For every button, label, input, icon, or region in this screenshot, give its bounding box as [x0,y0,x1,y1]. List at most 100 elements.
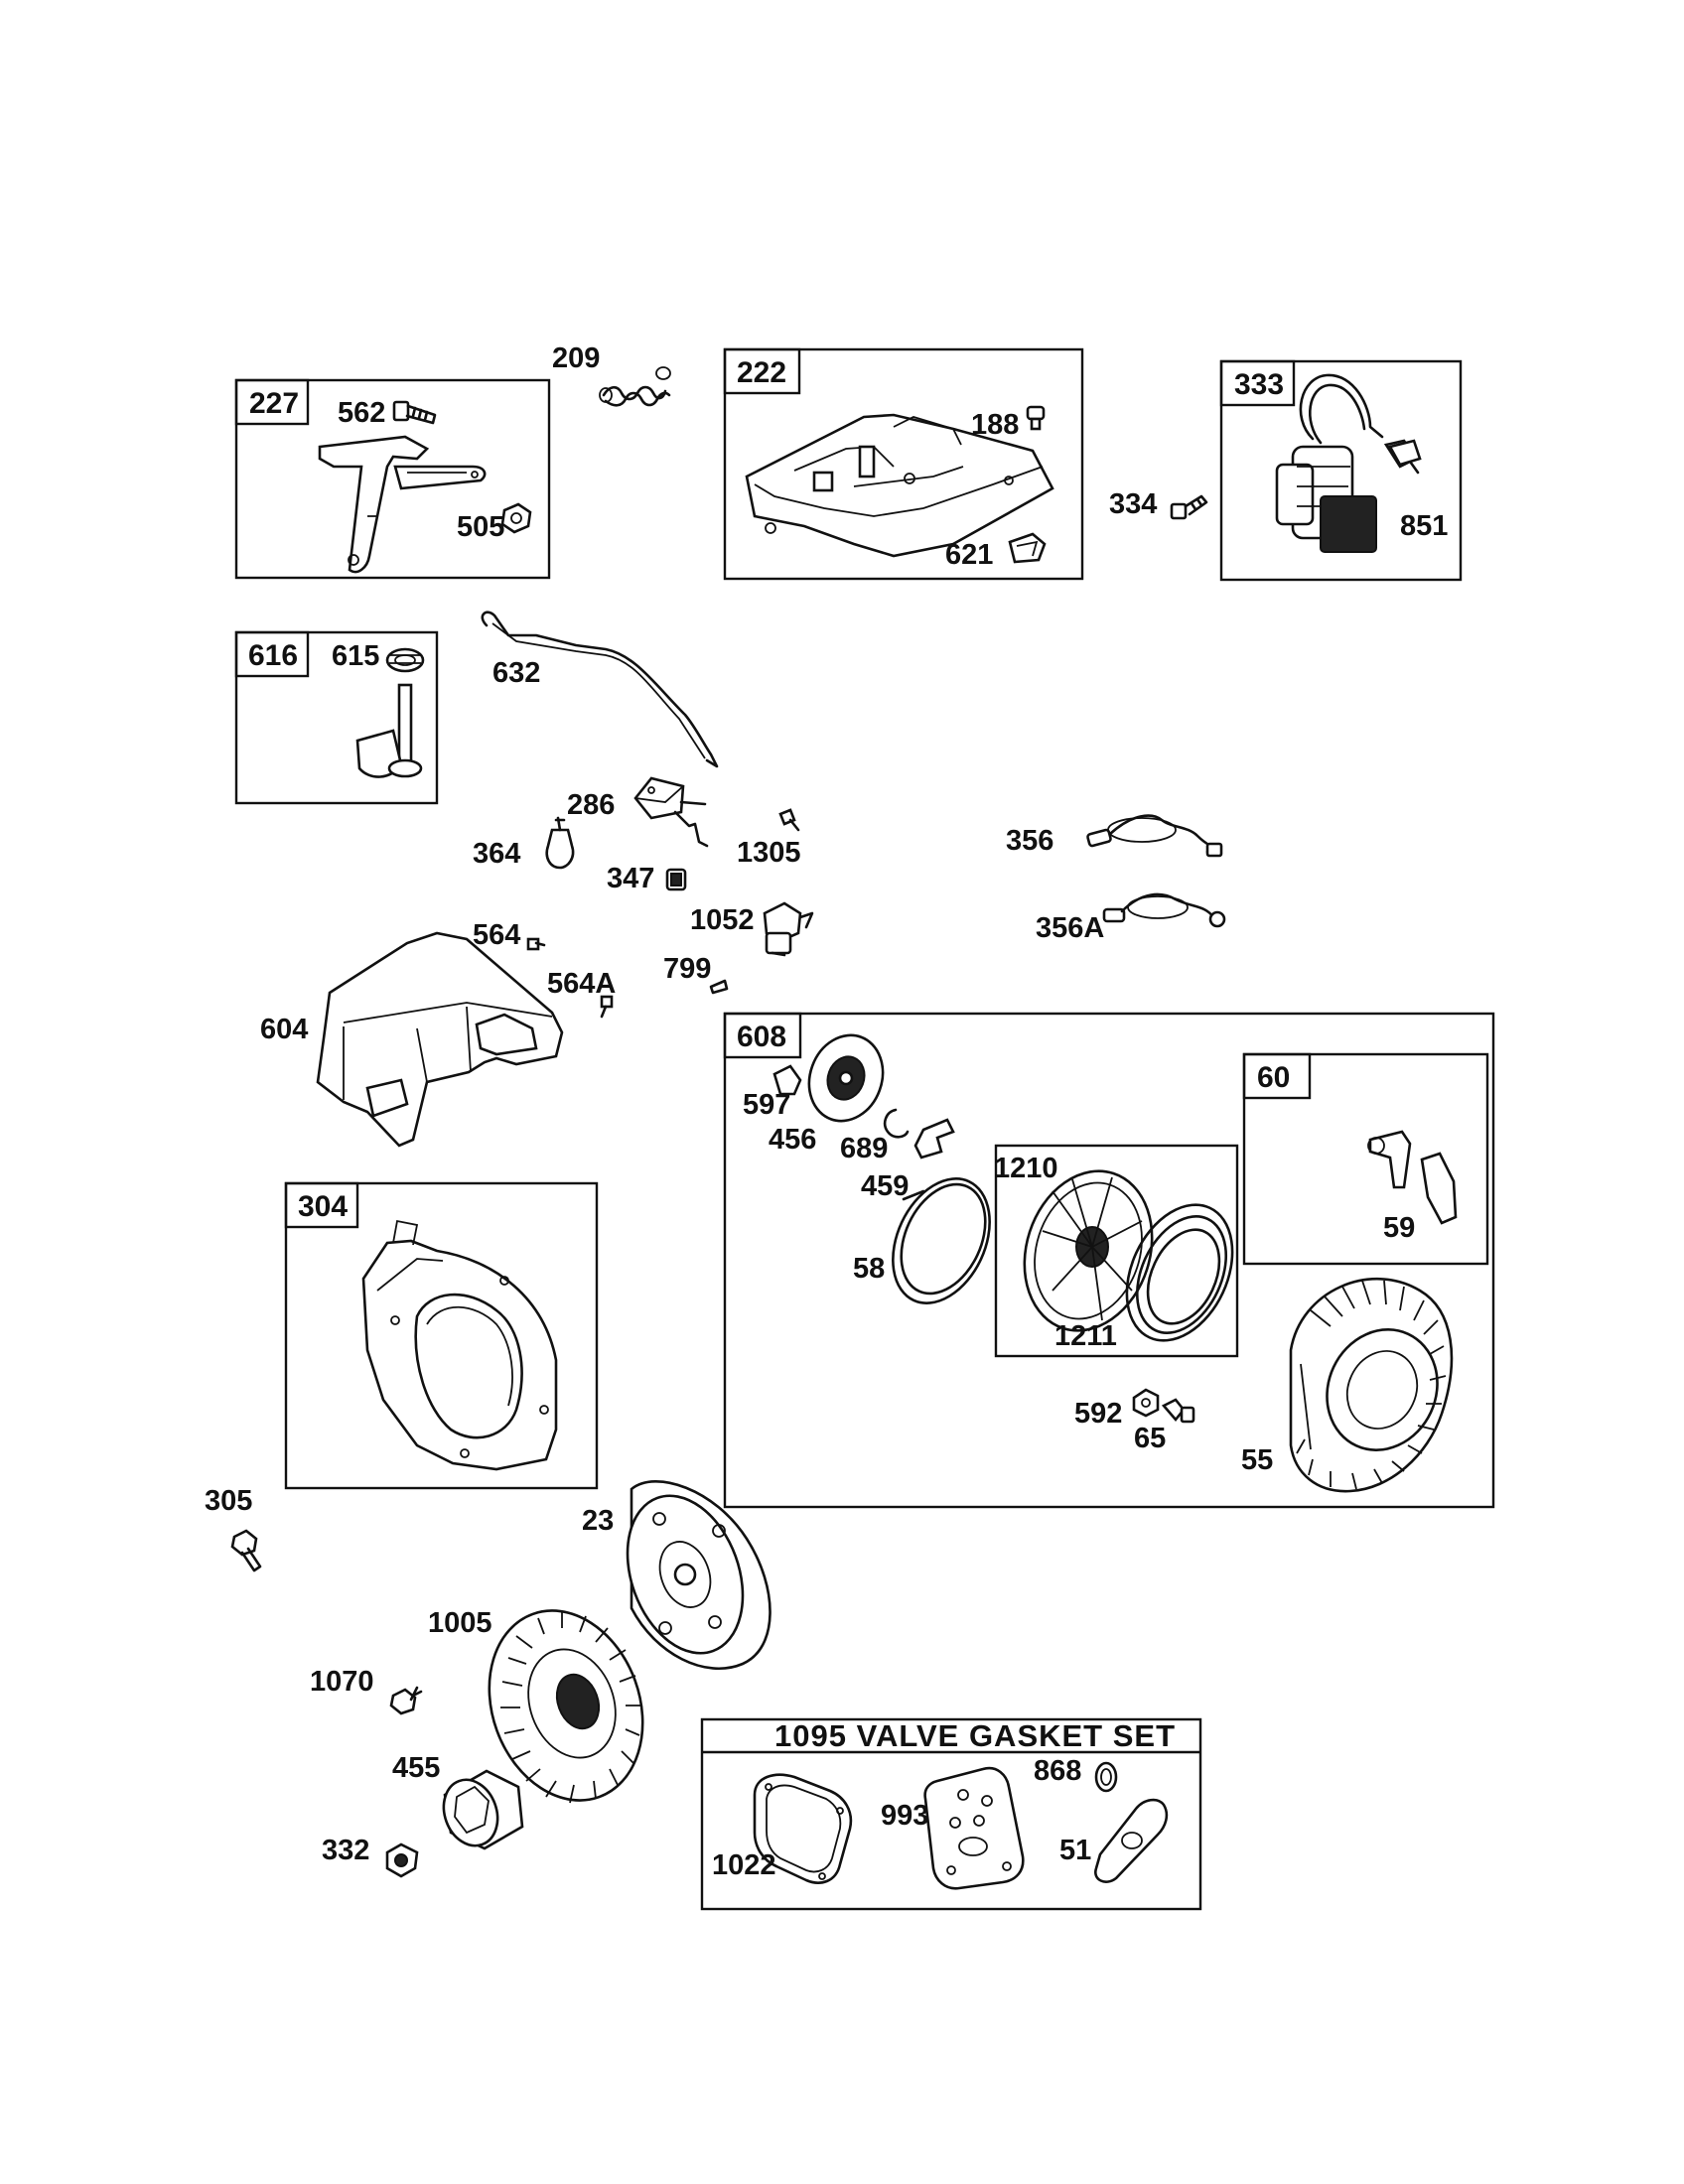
spring-58 [892,1177,991,1304]
assembly-box-333: 333 [1219,359,1463,582]
blower-housing-304 [361,1219,558,1471]
label-799: 799 [663,953,711,985]
label-209: 209 [552,342,600,374]
bolt-65 [1161,1398,1195,1424]
dog-60 [1367,1130,1412,1189]
label-604: 604 [260,1014,308,1045]
bolt-1070 [389,1686,423,1715]
label-58: 58 [853,1253,885,1285]
label-356: 356 [1006,825,1053,857]
label-597: 597 [743,1089,790,1121]
wire-356a [1102,892,1226,928]
spring-1211 [1125,1203,1234,1342]
label-55: 55 [1241,1444,1273,1476]
label-59: 59 [1383,1212,1415,1244]
fan-1005 [488,1609,644,1804]
seal-615 [385,647,425,673]
box-label-616: 616 [248,639,298,672]
label-505: 505 [457,511,504,543]
label-851: 851 [1400,510,1448,542]
seal-868 [1094,1761,1118,1793]
blower-cover-604 [316,931,564,1148]
box-label-227: 227 [249,387,299,420]
bolt-562 [392,400,437,425]
link-rod-632 [481,611,719,768]
assembly-box-304: 304 [284,1181,599,1490]
valve-gasket-set-box: 1095 VALVE GASKET SET [700,1717,1202,1911]
gasket-993 [923,1766,1025,1890]
label-1210: 1210 [994,1153,1058,1184]
box-label-608: 608 [737,1021,786,1053]
bolt-334 [1170,494,1208,520]
spring-209 [599,366,671,407]
label-23: 23 [582,1505,614,1537]
label-305: 305 [205,1485,252,1517]
label-455: 455 [392,1752,440,1784]
label-632: 632 [492,657,540,689]
spring-59 [1420,1152,1458,1225]
gasket-set-title: 1095 VALVE GASKET SET [774,1718,1176,1753]
ratchet-456 [807,1033,885,1123]
nut-332 [385,1843,419,1878]
cap-597 [772,1064,802,1096]
label-615: 615 [332,640,379,672]
retainer-689 [883,1108,910,1139]
screw-1305 [778,808,800,832]
label-332: 332 [322,1835,369,1866]
nut-592 [1132,1388,1160,1418]
cup-455 [442,1769,524,1850]
label-621: 621 [945,539,993,571]
clip-621 [1008,532,1047,564]
bolt-564a [600,995,614,1019]
starter-housing-55 [1289,1277,1454,1493]
pulley-1210 [1023,1169,1154,1332]
bolt-564 [526,937,546,951]
gasket-51 [1094,1798,1169,1883]
assembly-box-608: 608 [723,1012,1495,1509]
recoil-inner-box [994,1144,1239,1358]
valve-364 [545,816,575,870]
label-1022: 1022 [712,1849,776,1881]
switch-286 [633,776,709,848]
label-364: 364 [473,838,520,870]
label-188: 188 [971,409,1019,441]
wire-356 [1086,814,1223,858]
pawl-459 [913,1118,955,1160]
assembly-box-60: 60 [1242,1052,1489,1266]
label-286: 286 [567,789,615,821]
bolt-305 [230,1529,262,1572]
label-564: 564 [473,919,520,951]
box-label-222: 222 [737,356,786,389]
solenoid-1052 [763,901,814,957]
box-label-304: 304 [298,1190,348,1223]
shaft-616 [355,683,423,778]
label-51: 51 [1059,1835,1091,1866]
label-459: 459 [861,1170,909,1202]
nut-505 [500,502,532,534]
pin-799 [709,979,729,995]
label-689: 689 [840,1133,888,1164]
label-868: 868 [1034,1755,1081,1787]
ignition-armature-333 [1275,373,1420,553]
label-1052: 1052 [690,904,755,936]
label-347: 347 [607,863,654,894]
assembly-box-616: 616 [234,630,439,805]
gasket-1022 [753,1773,853,1884]
label-592: 592 [1074,1398,1122,1430]
label-1211: 1211 [1054,1320,1117,1352]
flywheel-23 [626,1480,772,1670]
label-1305: 1305 [737,837,801,869]
assembly-box-222: 222 [723,347,1084,581]
label-562: 562 [338,397,385,429]
box-label-333: 333 [1234,368,1284,401]
label-564a: 564A [547,968,616,1000]
label-456: 456 [769,1124,816,1156]
lever-227 [318,435,487,574]
label-356a: 356A [1036,912,1104,944]
label-1005: 1005 [428,1607,492,1639]
label-334: 334 [1109,488,1157,520]
box-label-60: 60 [1257,1061,1290,1094]
label-993: 993 [881,1800,928,1832]
assembly-box-227: 227 [234,378,551,580]
